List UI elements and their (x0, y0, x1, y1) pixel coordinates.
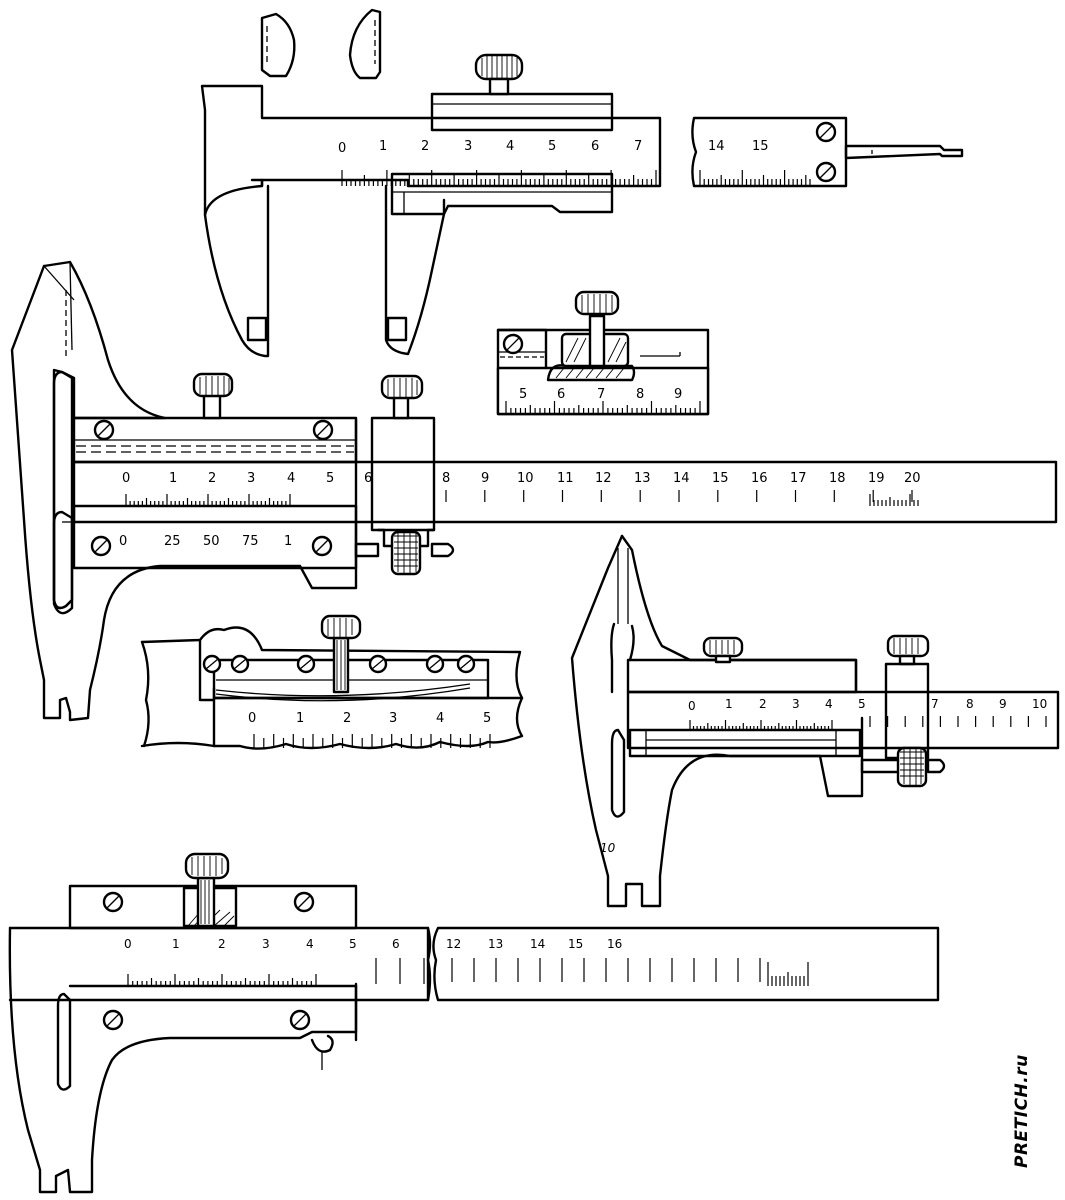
scale-number: 18 (829, 471, 846, 486)
scale-number: 5 (548, 139, 556, 154)
scale-number: 4 (287, 471, 295, 486)
scale-number: 17 (790, 471, 807, 486)
scale-number: 5 (858, 697, 866, 711)
scale-number: 4 (825, 697, 833, 711)
scale-number: 0 (248, 711, 256, 726)
scale-number: 3 (247, 471, 255, 486)
vernier-number: 75 (242, 534, 259, 549)
scale-number: 10 (1032, 697, 1047, 711)
scale-number: 5 (483, 711, 491, 726)
bottom-caliper-main-scale: 0 1 2 3 4 5 6 12 13 14 15 16 (124, 937, 809, 986)
scale-number: 3 (262, 937, 270, 951)
scale-number: 1 (296, 711, 304, 726)
vernier-number: 50 (203, 534, 220, 549)
scale-number: 5 (519, 387, 527, 402)
scale-number: 8 (966, 697, 974, 711)
scale-number: 19 (868, 471, 885, 486)
scale-number: 14 (530, 937, 545, 951)
top-caliper-main-scale: 0 1 2 3 4 5 6 7 (338, 139, 657, 186)
watermark: PRETICH.ru (1012, 1054, 1032, 1168)
scale-number: 20 (904, 471, 921, 486)
scale-number: 0 (338, 141, 346, 156)
scale-number: 8 (442, 471, 450, 486)
scale-number: 6 (392, 937, 400, 951)
scale-number: 2 (421, 139, 429, 154)
scale-number: 12 (446, 937, 461, 951)
jaw-number: 10 (600, 841, 616, 855)
scale-number: 15 (568, 937, 583, 951)
large-caliper: 0 1 2 3 4 5 6 8 9 10 11 12 13 14 15 16 1… (10, 260, 1058, 722)
scale-number: 0 (122, 471, 130, 486)
scale-number: 16 (607, 937, 622, 951)
scale-number: 0 (124, 937, 132, 951)
scale-number: 3 (792, 697, 800, 711)
scale-number: 6 (364, 471, 372, 486)
scale-number: 15 (712, 471, 729, 486)
vernier-number: 1 (284, 534, 292, 549)
scale-number: 9 (999, 697, 1007, 711)
scale-number: 4 (306, 937, 314, 951)
depth-caliper: 10 0 1 2 3 4 5 7 8 9 10 (570, 534, 1060, 908)
scale-number: 12 (595, 471, 612, 486)
scale-number: 11 (557, 471, 574, 486)
large-caliper-main-scale: 0 1 2 3 4 5 6 8 9 10 11 12 13 14 15 16 1… (122, 471, 921, 506)
top-caliper: 0 1 2 3 4 5 6 7 14 15 (200, 8, 964, 358)
scale-number: 4 (506, 139, 514, 154)
scale-number: 1 (172, 937, 180, 951)
scale-number: 5 (349, 937, 357, 951)
scale-number: 2 (208, 471, 216, 486)
section-detail: 0 1 2 3 4 5 (140, 614, 524, 750)
scale-number: 3 (464, 139, 472, 154)
scale-number: 2 (343, 711, 351, 726)
scale-number: 13 (634, 471, 651, 486)
scale-number: 3 (389, 711, 397, 726)
scale-number: 14 (673, 471, 690, 486)
scale-number: 7 (931, 697, 939, 711)
scale-number: 7 (634, 139, 642, 154)
scale-number: 8 (636, 387, 644, 402)
scale-number: 14 (708, 139, 725, 154)
scale-number: 16 (751, 471, 768, 486)
scale-number: 9 (674, 387, 682, 402)
scale-number: 7 (597, 387, 605, 402)
scale-number: 2 (218, 937, 226, 951)
scale-number: 1 (379, 139, 387, 154)
scale-number: 13 (488, 937, 503, 951)
scale-number: 10 (517, 471, 534, 486)
vernier-number: 25 (164, 534, 181, 549)
scale-number: 1 (725, 697, 733, 711)
bottom-caliper: 0 1 2 3 4 5 6 12 13 14 15 16 (8, 852, 940, 1194)
scale-number: 6 (557, 387, 565, 402)
scale-number: 9 (481, 471, 489, 486)
scale-number: 15 (752, 139, 769, 154)
scale-number: 6 (591, 139, 599, 154)
vernier-number: 0 (119, 534, 127, 549)
scale-number: 4 (436, 711, 444, 726)
scale-number: 1 (169, 471, 177, 486)
scale-number: 5 (326, 471, 334, 486)
scale-number: 0 (688, 699, 696, 713)
scale-number: 2 (759, 697, 767, 711)
inset-detail: 5 6 7 8 9 (496, 290, 710, 416)
